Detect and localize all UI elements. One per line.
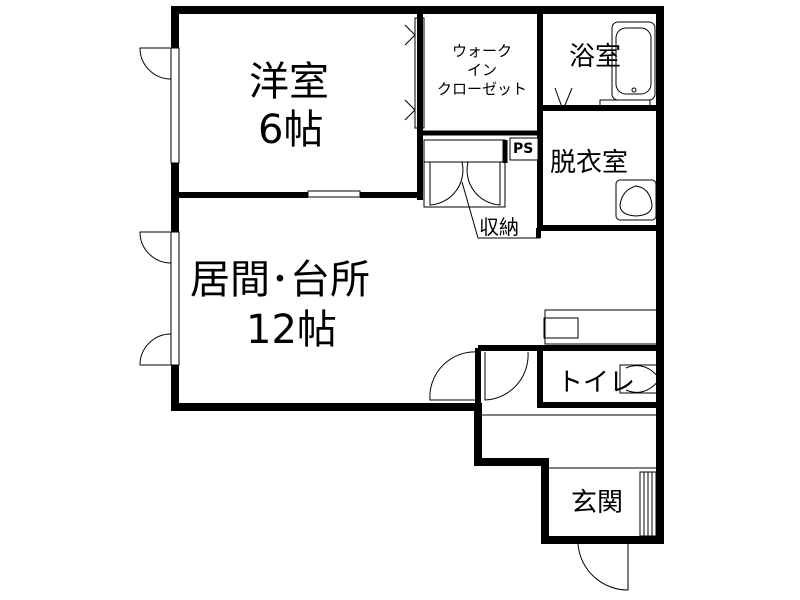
storage-leader (461, 181, 540, 239)
entrance-hatching (639, 471, 659, 537)
washbasin-fixture (615, 179, 657, 221)
door-swings (139, 24, 629, 591)
walk-in-closet-line2: イン (466, 61, 497, 79)
storage-leader-tick (536, 228, 541, 238)
ps-box (509, 137, 539, 161)
interior-walls (175, 10, 660, 540)
bathtub-fixture (611, 21, 656, 101)
thin-lines (307, 17, 660, 469)
walk-in-closet-line1: ウォーク (451, 42, 512, 60)
living-kitchen-size: 12帖 (246, 307, 337, 353)
toilet-label: トイレ (557, 368, 636, 398)
windows (170, 47, 180, 366)
dressing-room-label: 脱衣室 (550, 148, 629, 178)
living-kitchen-name: 居間･台所 (190, 257, 370, 303)
bath-label: 浴室 (569, 42, 622, 72)
entrance-label: 玄関 (571, 488, 624, 518)
western-room-name: 洋室 (249, 59, 329, 105)
western-room-size: 6帖 (258, 107, 324, 153)
walk-in-closet-label: ウォーク イン クローゼット (436, 42, 528, 99)
walk-in-closet-line3: クローゼット (436, 80, 527, 98)
ps-label: PS (513, 141, 534, 157)
toilet-fixture (619, 364, 661, 394)
storage-label: 収納 (479, 215, 519, 239)
